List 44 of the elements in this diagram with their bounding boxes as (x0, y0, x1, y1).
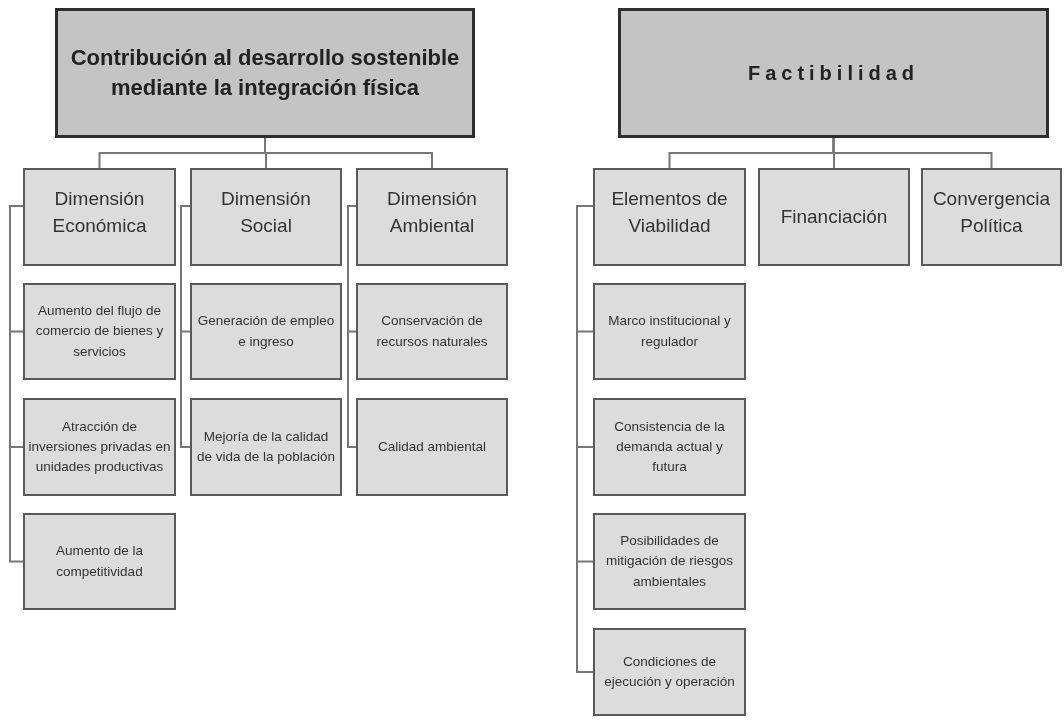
box-label: Contribución al desarrollo sostenible mediante la integración física (69, 44, 461, 102)
item-box (356, 398, 508, 496)
title-box (618, 8, 1049, 138)
box-label: Atracción de inversiones privadas en unidades productivas (28, 417, 171, 477)
connector-line (264, 137, 433, 169)
box-label: Elementos de Viabilidad (610, 187, 729, 238)
category-box (758, 168, 910, 266)
box-label: Posibilidades de mitigación de riesgos ambientales (605, 532, 734, 591)
box-label: Calidad ambiental (377, 437, 487, 456)
connector-line (180, 205, 191, 448)
box-label: Aumento de la competitividad (54, 542, 145, 581)
box-label: Aumento del flujo de comercio de bienes y servicios (34, 302, 165, 361)
title-box (55, 8, 475, 138)
box-label: Dimensión Ambiental (386, 187, 478, 238)
item-box (593, 628, 746, 716)
item-box (23, 398, 176, 496)
connector-line (576, 205, 594, 673)
category-box (23, 168, 176, 266)
item-box (356, 283, 508, 380)
item-box (593, 398, 746, 496)
item-box (190, 398, 342, 496)
box-label: Conservación de recursos naturales (375, 312, 489, 351)
box-label: Dimensión Social (220, 187, 312, 238)
item-box (593, 283, 746, 380)
connector-line (347, 205, 357, 448)
category-box (593, 168, 746, 266)
box-label: Convergencia Política (931, 187, 1052, 238)
box-label: Dimensión Económica (51, 187, 148, 238)
box-label: Consistencia de la demanda actual y futura (613, 417, 726, 477)
category-box (356, 168, 508, 266)
item-box (23, 283, 176, 380)
box-label: Generación de empleo e ingreso (196, 312, 336, 351)
box-label: Condiciones de ejecución y operación (603, 652, 736, 691)
connector-line (832, 137, 993, 169)
box-label: Mejoría de la calidad de vida de la población (195, 427, 337, 466)
category-box (190, 168, 342, 266)
box-label: Factibilidad (747, 61, 920, 85)
item-box (593, 513, 746, 610)
category-box (921, 168, 1062, 266)
box-label: Financiación (780, 204, 888, 229)
box-label: Marco institucional y regulador (607, 312, 732, 351)
item-box (190, 283, 342, 380)
item-box (23, 513, 176, 610)
connector-line (9, 205, 24, 563)
